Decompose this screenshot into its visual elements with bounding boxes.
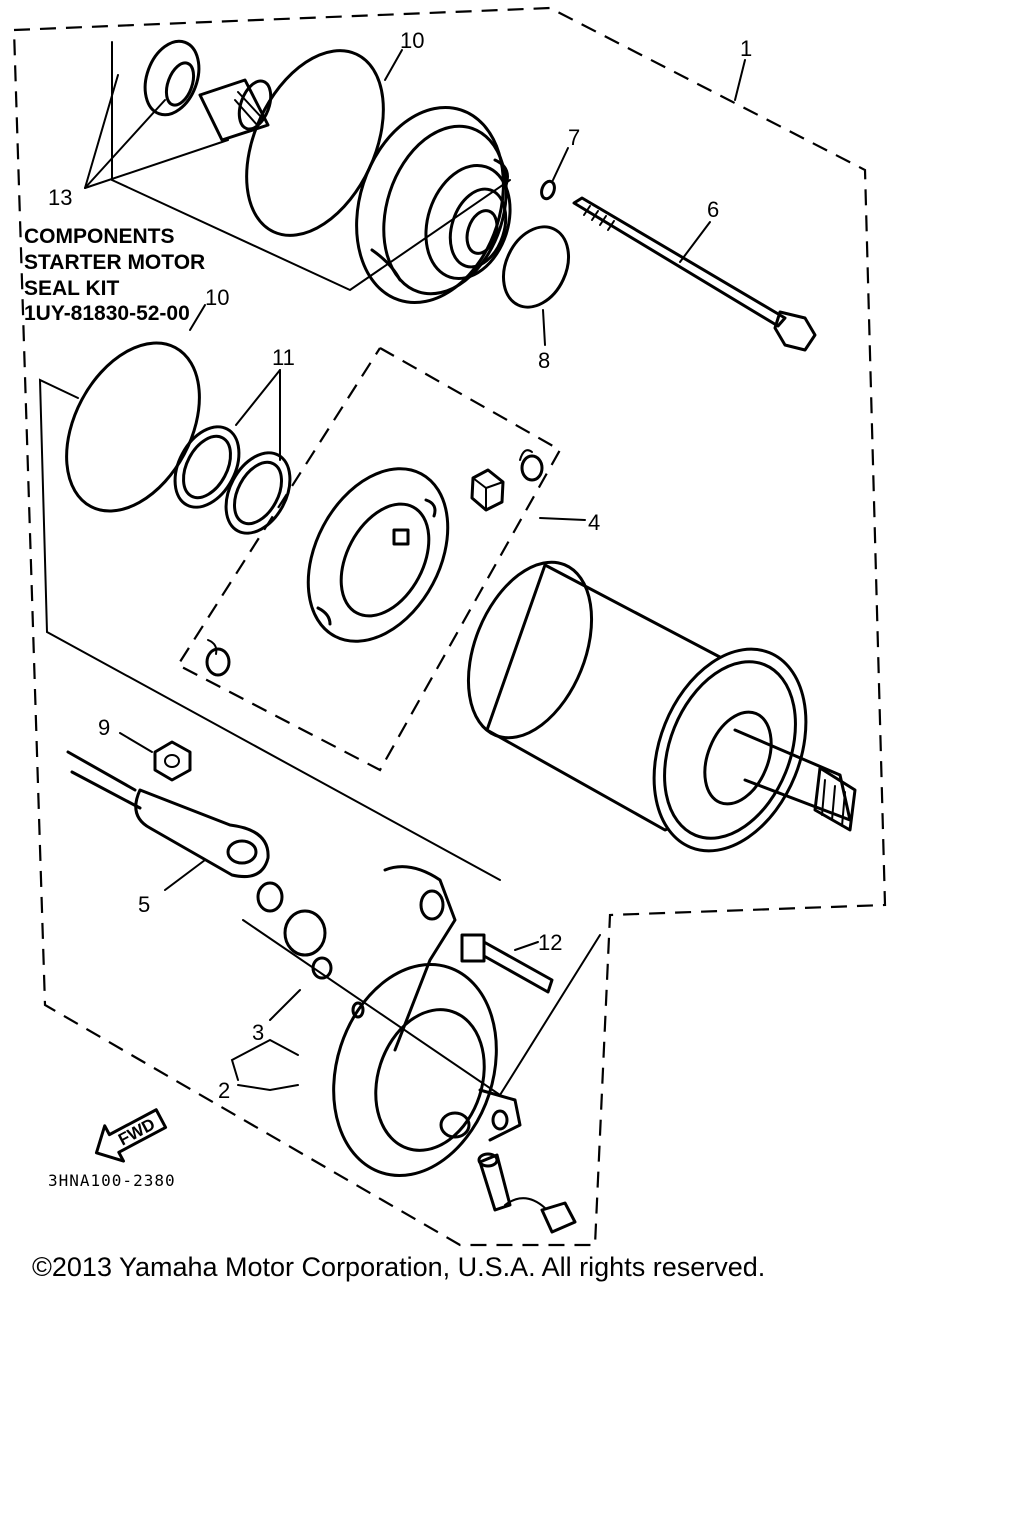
seal-kit-note: COMPONENTS STARTER MOTOR SEAL KIT 1UY-81…	[24, 225, 205, 325]
leader-1	[734, 59, 746, 101]
o-ring-left	[65, 341, 201, 513]
front-cover	[355, 105, 512, 305]
washer-2	[224, 451, 292, 535]
callout-13: 13	[48, 185, 72, 210]
terminal-bolt	[477, 1152, 512, 1212]
leader-10-top	[384, 49, 403, 81]
o-ring-top	[245, 49, 385, 237]
seal-kit-line-3: SEAL KIT	[24, 277, 119, 300]
copyright-notice: ©2013 Yamaha Motor Corporation, U.S.A. A…	[32, 1252, 766, 1282]
callout-5: 5	[138, 892, 150, 917]
oil-seal	[143, 39, 201, 117]
callout-4: 4	[588, 510, 600, 535]
callout-9: 9	[98, 715, 110, 740]
washer-3	[256, 881, 284, 913]
callout-6: 6	[707, 197, 719, 222]
leader-3	[269, 989, 301, 1021]
through-bolt	[572, 196, 817, 352]
o-ring-washer-group-bracket	[38, 378, 501, 881]
leader-9	[119, 732, 153, 753]
leader-10-left	[189, 304, 206, 331]
brush-plate	[306, 467, 450, 643]
o-ring-small	[540, 179, 556, 201]
leader-8	[542, 309, 546, 346]
fwd-arrow: FWD	[94, 1108, 168, 1163]
brush-lower	[504, 1197, 577, 1234]
callout-10-left: 10	[205, 285, 229, 310]
brush	[470, 468, 505, 512]
leader-12	[514, 941, 539, 951]
washer-1	[173, 425, 241, 509]
leader-7	[552, 147, 569, 181]
callout-11: 11	[272, 345, 295, 370]
leader-11a	[235, 369, 281, 426]
screw	[460, 933, 554, 994]
brush-spring-upper	[519, 449, 544, 482]
callout-8: 8	[538, 348, 550, 373]
callout-1: 1	[740, 36, 752, 61]
front-cover-group-bracket	[111, 41, 511, 292]
diagram-code: 3HNA100-2380	[48, 1171, 176, 1190]
callout-3: 3	[252, 1020, 264, 1045]
lead-wire	[66, 750, 270, 879]
nut	[153, 740, 192, 782]
callout-7: 7	[568, 125, 580, 150]
rear-cover	[332, 865, 522, 1178]
leader-6	[679, 221, 711, 263]
brush-holder-group-outline	[176, 347, 562, 772]
brush-spring-lower	[205, 639, 231, 677]
seal-kit-line-1: COMPONENTS	[24, 225, 175, 248]
washer-4	[283, 909, 327, 957]
leader-13c	[84, 74, 119, 189]
callout-2: 2	[218, 1078, 230, 1103]
leader-5	[164, 859, 206, 891]
needle-bearing	[198, 78, 273, 142]
leader-3-bracket	[230, 1038, 299, 1081]
seal-kit-part-number: 1UY-81830-52-00	[24, 302, 190, 325]
o-ring-8	[502, 225, 570, 309]
assembly-1-outline	[12, 6, 887, 1247]
callout-10-top: 10	[400, 28, 424, 53]
leader-13b	[84, 139, 229, 189]
leader-2-bracket	[237, 1084, 299, 1092]
callout-12: 12	[538, 930, 562, 955]
leader-4	[539, 517, 586, 521]
seal-kit-line-2: STARTER MOTOR	[24, 251, 205, 274]
leader-13a	[84, 99, 166, 189]
yoke-armature	[466, 560, 857, 853]
o-ring-terminal	[311, 956, 333, 980]
